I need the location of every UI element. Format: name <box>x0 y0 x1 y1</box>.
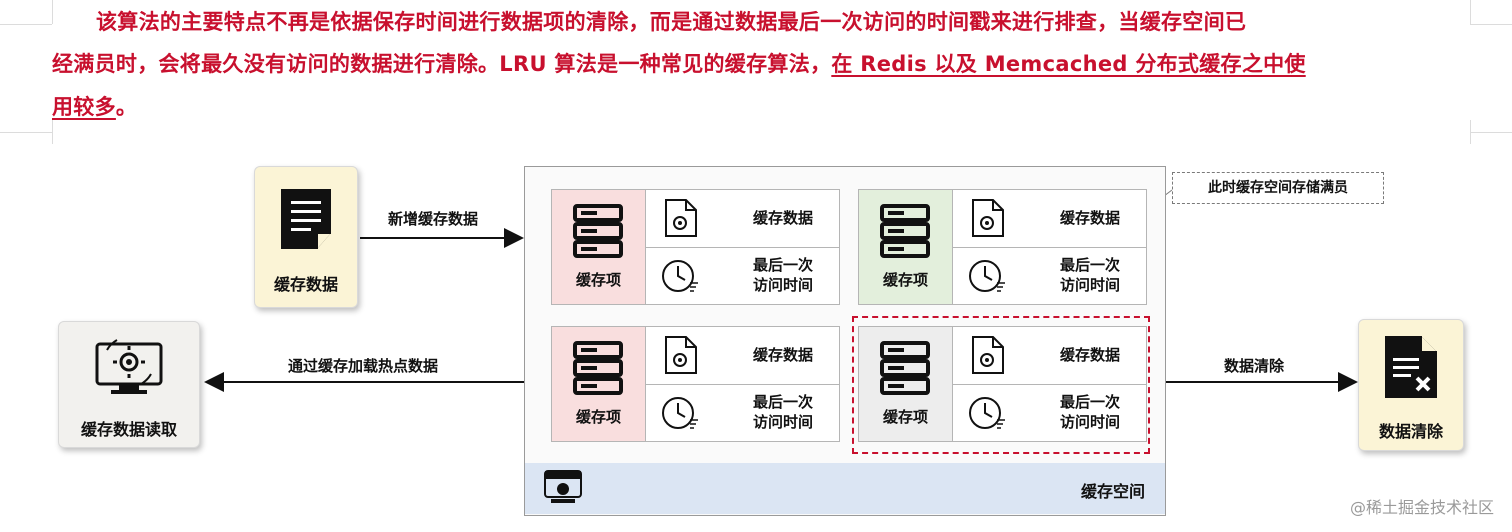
file-gear-icon <box>665 199 697 237</box>
cache-item-time-label: 最后一次 访问时间 <box>730 255 836 295</box>
time-line-2: 访问时间 <box>752 413 813 431</box>
server-icon <box>573 341 623 395</box>
cache-item: 缓存项 缓存数据 最后一次 访问时间 <box>551 326 840 442</box>
cache-item-time-label: 最后一次 访问时间 <box>1037 255 1143 295</box>
cache-item-data-row: 缓存数据 <box>952 327 1147 385</box>
clock-icon <box>662 260 698 292</box>
cache-data-card: 缓存数据 <box>254 166 358 308</box>
cache-read-label: 缓存数据读取 <box>80 420 177 439</box>
paragraph-line-3b: 。 <box>115 95 138 119</box>
data-clear-card: 数据清除 <box>1358 319 1464 451</box>
data-clear-label: 数据清除 <box>1378 422 1443 441</box>
server-icon <box>573 204 623 258</box>
callout-box: 此时缓存空间存储满员 <box>1172 172 1384 204</box>
time-line-1: 最后一次 <box>752 256 813 274</box>
arrow-clear-label: 数据清除 <box>1224 357 1285 375</box>
cache-item-left: 缓存项 <box>859 327 952 441</box>
paragraph-line-2a: 经满员时，会将最久没有访问的数据进行清除。LRU 算法是一种常见的缓存算法， <box>52 52 832 76</box>
monitor-gear-icon <box>95 339 163 394</box>
cache-item-data-label: 缓存数据 <box>1059 346 1120 364</box>
clock-icon <box>969 397 1005 429</box>
cache-data-label: 缓存数据 <box>273 275 338 294</box>
paragraph-line-2b: 在 Redis 以及 Memcached 分布式缓存之中使 <box>831 52 1306 76</box>
cache-item-left: 缓存项 <box>859 190 952 304</box>
clock-icon <box>969 260 1005 292</box>
cache-item-data-label: 缓存数据 <box>752 209 813 227</box>
cache-space-label: 缓存空间 <box>1080 482 1145 501</box>
time-line-1: 最后一次 <box>752 393 813 411</box>
cache-item-time-row: 最后一次 访问时间 <box>645 384 840 441</box>
eviction-highlight <box>852 316 1150 454</box>
watermark: @稀土掘金技术社区 <box>1349 498 1494 517</box>
cache-item-name: 缓存项 <box>575 271 621 289</box>
cache-item-data-row: 缓存数据 <box>952 190 1147 248</box>
document-icon <box>281 189 331 249</box>
file-gear-icon <box>972 336 1004 374</box>
clock-icon <box>662 397 698 429</box>
time-line-2: 访问时间 <box>1059 413 1120 431</box>
paragraph-line-1: 该算法的主要特点不再是依据保存时间进行数据项的清除，而是通过数据最后一次访问的时… <box>96 10 1247 34</box>
cache-item-data-label: 缓存数据 <box>752 346 813 364</box>
cache-item-time-row: 最后一次 访问时间 <box>952 384 1147 441</box>
cache-space-bar: 缓存空间 <box>525 463 1165 514</box>
cache-item-time-label: 最后一次 访问时间 <box>730 392 836 432</box>
cache-item-time-row: 最后一次 访问时间 <box>645 247 840 304</box>
cache-read-card: 缓存数据读取 <box>58 321 200 448</box>
cache-item-left: 缓存项 <box>552 327 645 441</box>
cache-item-name: 缓存项 <box>882 271 928 289</box>
time-line-2: 访问时间 <box>752 276 813 294</box>
arrow-add-label: 新增缓存数据 <box>388 210 479 228</box>
file-gear-icon <box>665 336 697 374</box>
cache-item-data-row: 缓存数据 <box>645 190 840 248</box>
file-gear-icon <box>972 199 1004 237</box>
delete-document-icon <box>1385 336 1437 398</box>
server-cloud-icon <box>544 470 582 503</box>
cache-item-time-row: 最后一次 访问时间 <box>952 247 1147 304</box>
cache-item: 缓存项 缓存数据 最后一次 访问时间 <box>551 189 840 305</box>
cache-item-name: 缓存项 <box>575 408 621 426</box>
server-icon <box>880 204 930 258</box>
cache-item-data-label: 缓存数据 <box>1059 209 1120 227</box>
paragraph-frame <box>0 0 1512 144</box>
cache-item-name: 缓存项 <box>882 408 928 426</box>
cache-item-time-label: 最后一次 访问时间 <box>1037 392 1143 432</box>
cache-item: 缓存项 缓存数据 最后一次 访问时间 <box>858 189 1147 305</box>
time-line-1: 最后一次 <box>1059 393 1120 411</box>
time-line-2: 访问时间 <box>1059 276 1120 294</box>
cache-item-left: 缓存项 <box>552 190 645 304</box>
arrow-read-label: 通过缓存加载热点数据 <box>288 357 439 375</box>
cache-item-data-row: 缓存数据 <box>645 327 840 385</box>
paragraph-line-3a: 用较多 <box>52 95 116 119</box>
server-icon <box>880 341 930 395</box>
paragraph-line-3: 用较多。 <box>52 91 137 121</box>
paragraph-line-2: 经满员时，会将最久没有访问的数据进行清除。LRU 算法是一种常见的缓存算法，在 … <box>52 48 1306 78</box>
time-line-1: 最后一次 <box>1059 256 1120 274</box>
cache-item: 缓存项 缓存数据 最后一次 访问时间 <box>858 326 1147 442</box>
